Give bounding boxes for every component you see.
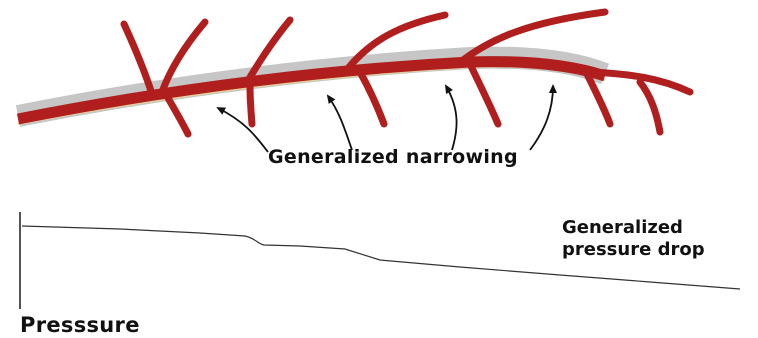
- arrow-3: [446, 86, 457, 150]
- arrow-4: [530, 86, 553, 150]
- branch-6-tip: [640, 82, 660, 132]
- branch-4-down: [360, 72, 384, 124]
- arrow-1: [218, 108, 268, 152]
- branch-5-down: [470, 64, 498, 124]
- arrow-2: [328, 96, 352, 150]
- pressure-drop-label-line2: pressure drop: [562, 239, 705, 261]
- generalized-narrowing-label: Generalized narrowing: [268, 146, 518, 168]
- branch-3-down: [250, 86, 252, 124]
- pressure-axis-label: Presssure: [20, 313, 140, 337]
- pressure-drop-label-line1: Generalized: [562, 217, 705, 239]
- branch-2-down: [168, 98, 188, 134]
- pressure-drop-label: Generalized pressure drop: [562, 217, 705, 261]
